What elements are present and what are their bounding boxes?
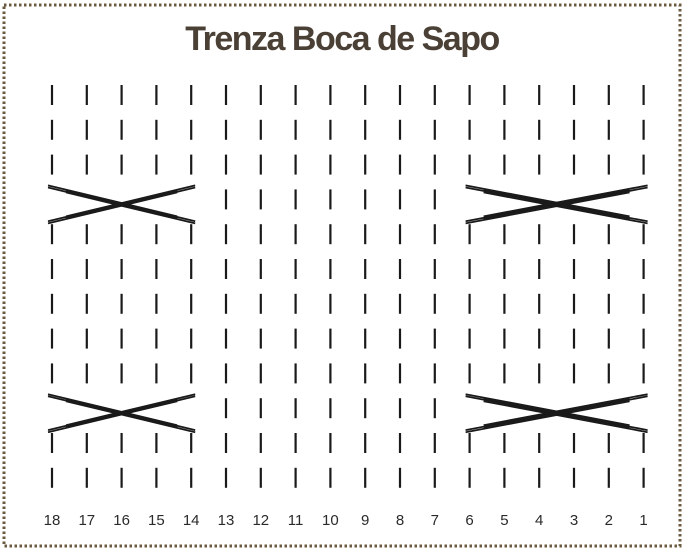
cable-strand: [65, 398, 196, 431]
cable-strand: [483, 398, 648, 431]
column-number: 16: [113, 512, 130, 529]
column-number: 17: [78, 512, 96, 529]
cable-strand: [483, 189, 648, 223]
column-number: 12: [252, 512, 270, 529]
column-number: 10: [322, 512, 339, 529]
column-number: 14: [182, 512, 200, 529]
cable-strand: [483, 395, 648, 429]
column-number: 8: [395, 512, 405, 529]
column-number: 15: [148, 512, 165, 529]
cable-crossing: [465, 393, 648, 434]
column-number: 2: [604, 512, 613, 529]
cable-crossing: [465, 184, 648, 225]
column-number: 9: [361, 512, 370, 529]
column-number: 18: [43, 512, 61, 529]
cable-strand: [465, 191, 630, 225]
cable-strand: [483, 393, 648, 427]
cable-strand: [65, 184, 196, 218]
chart-title: Trenza Boca de Sapo: [185, 20, 500, 58]
cable-strand: [483, 400, 648, 434]
column-number: 1: [639, 512, 648, 529]
cable-strand: [65, 186, 196, 220]
column-number: 5: [500, 512, 509, 529]
cable-strand: [65, 191, 196, 225]
cable-strand: [65, 189, 196, 223]
column-number: 6: [465, 512, 474, 529]
cable-strand: [65, 400, 196, 434]
cable-crossing: [47, 393, 196, 434]
column-number: 13: [217, 512, 235, 529]
column-number: 3: [569, 512, 579, 529]
cable-strand: [483, 186, 648, 220]
cable-crossing: [47, 184, 196, 225]
column-number: 7: [430, 512, 439, 529]
cable-strand: [465, 393, 630, 427]
cable-strand: [483, 191, 648, 225]
column-number: 4: [535, 512, 544, 529]
cable-strand: [483, 184, 648, 218]
cable-strand: [65, 393, 196, 427]
cable-strand: [465, 400, 630, 434]
cable-strand: [465, 184, 630, 218]
column-number: 11: [287, 512, 304, 529]
cable-strand: [65, 395, 196, 429]
